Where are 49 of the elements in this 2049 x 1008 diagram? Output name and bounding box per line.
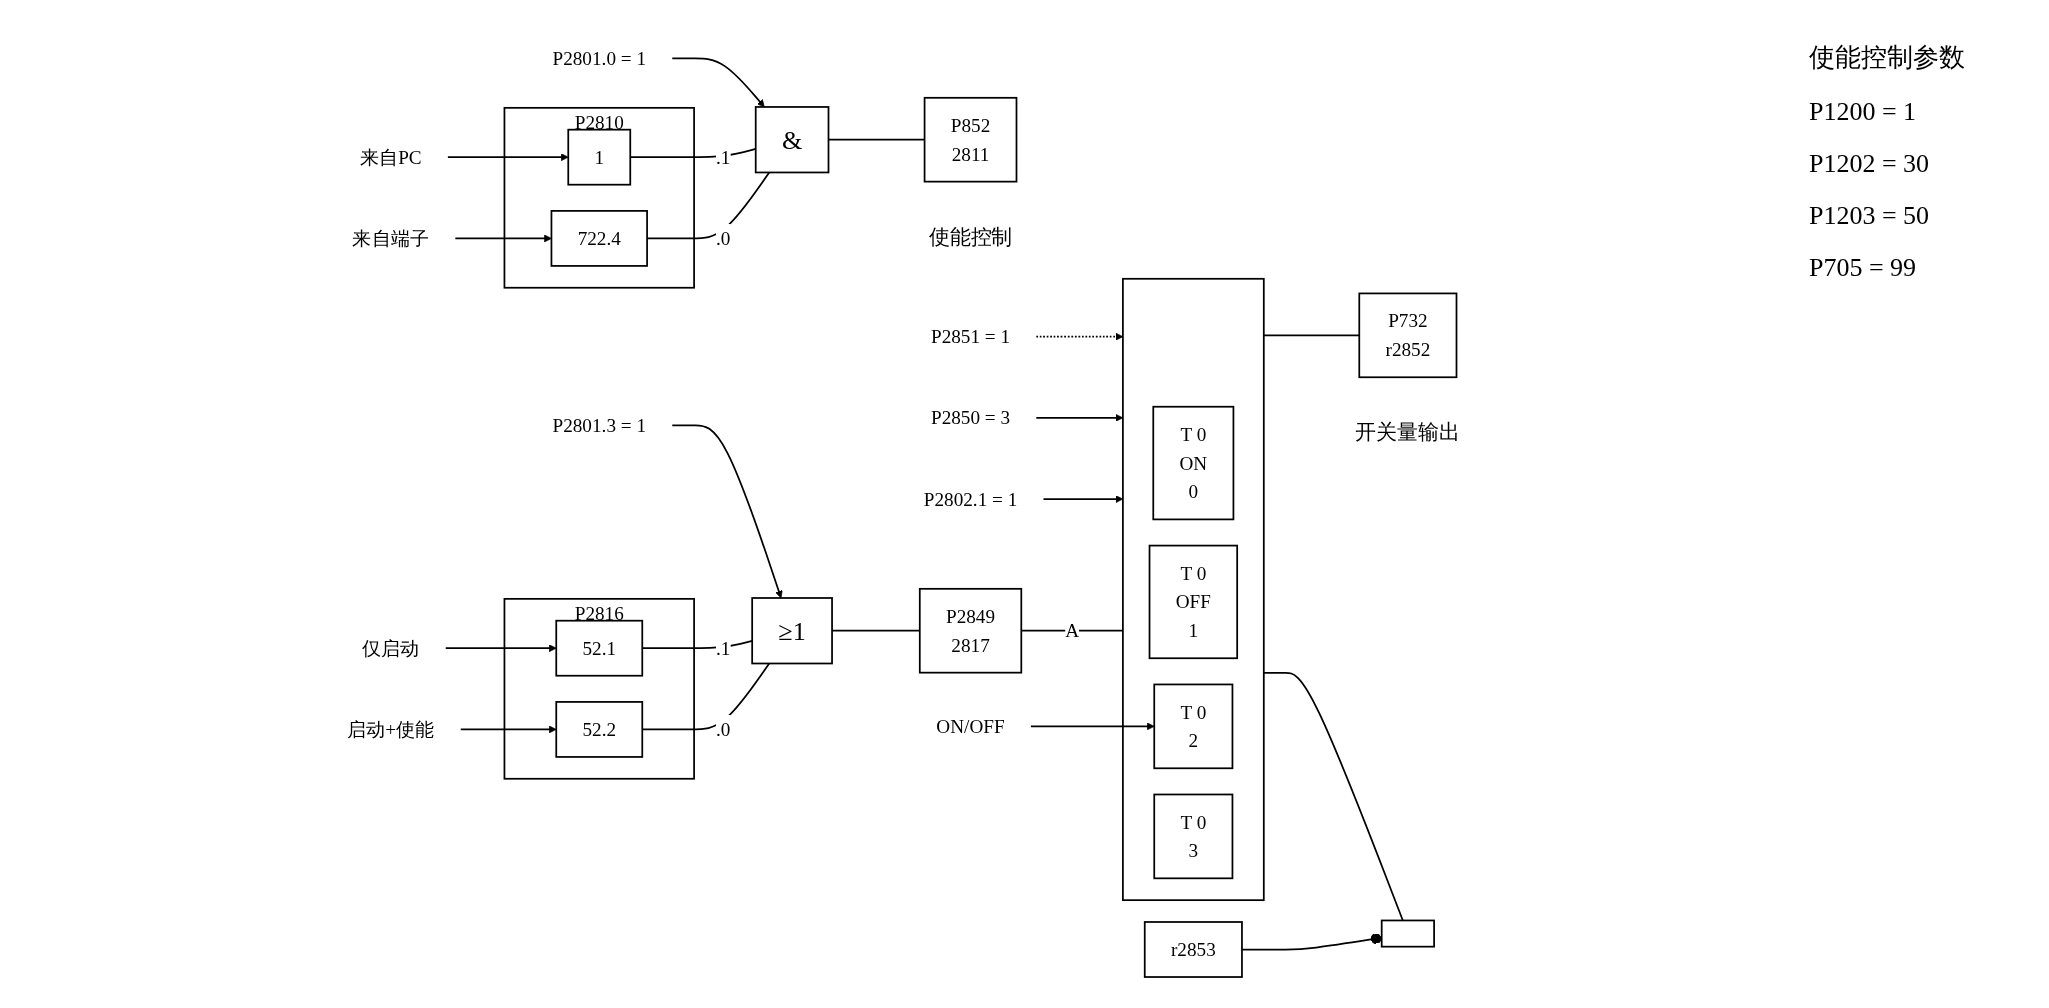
node-box: T 0 OFF 1 xyxy=(1148,544,1239,660)
node-box: 722.4 xyxy=(550,210,648,267)
node-box: 1 xyxy=(567,128,632,186)
node-text: ON/OFF xyxy=(936,715,1005,738)
edge-label: .1 xyxy=(715,637,731,660)
parameter-note: 使能控制参数 xyxy=(1809,42,1966,74)
node-text: P2801.0 = 1 xyxy=(552,47,647,70)
parameter-note: P1200 = 1 xyxy=(1809,97,1918,127)
parameter-note: P705 = 99 xyxy=(1809,253,1918,283)
node-label: 使能控制 xyxy=(928,225,1013,249)
node-box: r2853 xyxy=(1143,921,1243,978)
arrow xyxy=(1035,414,1124,422)
node-text: 启动+使能 xyxy=(346,718,435,741)
node-box: T 0 3 xyxy=(1153,793,1234,880)
node-text: 来自PC xyxy=(359,146,422,169)
connector xyxy=(1262,672,1404,922)
node-text: P2850 = 3 xyxy=(930,406,1011,429)
arrow xyxy=(1035,332,1124,341)
arrow xyxy=(459,725,557,734)
parameter-note: P1203 = 50 xyxy=(1809,201,1931,231)
node-box: T 0 2 xyxy=(1153,683,1234,770)
parameter-note: P1202 = 30 xyxy=(1809,149,1931,179)
node-box: & xyxy=(754,106,830,174)
arrow xyxy=(444,644,557,653)
edge-label: .0 xyxy=(715,718,731,741)
node-box: P852 2811 xyxy=(923,96,1018,183)
arrow xyxy=(671,424,783,599)
cluster xyxy=(1122,277,1265,902)
node-text: P2802.1 = 1 xyxy=(923,488,1018,510)
node-text: 仅启动 xyxy=(361,637,420,660)
node-label: 开关量输出 xyxy=(1355,420,1461,444)
node-box: 52.2 xyxy=(555,701,644,758)
node-box: P732 r2852 xyxy=(1358,292,1458,379)
node-box xyxy=(1380,919,1435,948)
node-box: 52.1 xyxy=(555,619,644,677)
node-box: P2849 2817 xyxy=(918,587,1023,674)
arrow xyxy=(447,153,569,161)
arrow xyxy=(1030,722,1155,731)
edge-label: .0 xyxy=(715,227,731,250)
node-box: T 0 ON 0 xyxy=(1152,405,1235,521)
edge-label: .1 xyxy=(715,146,731,169)
edge-label: A xyxy=(1065,619,1080,642)
node-text: P2801.3 = 1 xyxy=(552,414,647,437)
arrow xyxy=(1042,495,1124,503)
arrow xyxy=(671,57,765,108)
arrow xyxy=(454,234,552,243)
node-text: P2851 = 1 xyxy=(930,325,1011,348)
node-text: 来自端子 xyxy=(352,227,430,250)
node-box: ≥1 xyxy=(751,597,833,665)
